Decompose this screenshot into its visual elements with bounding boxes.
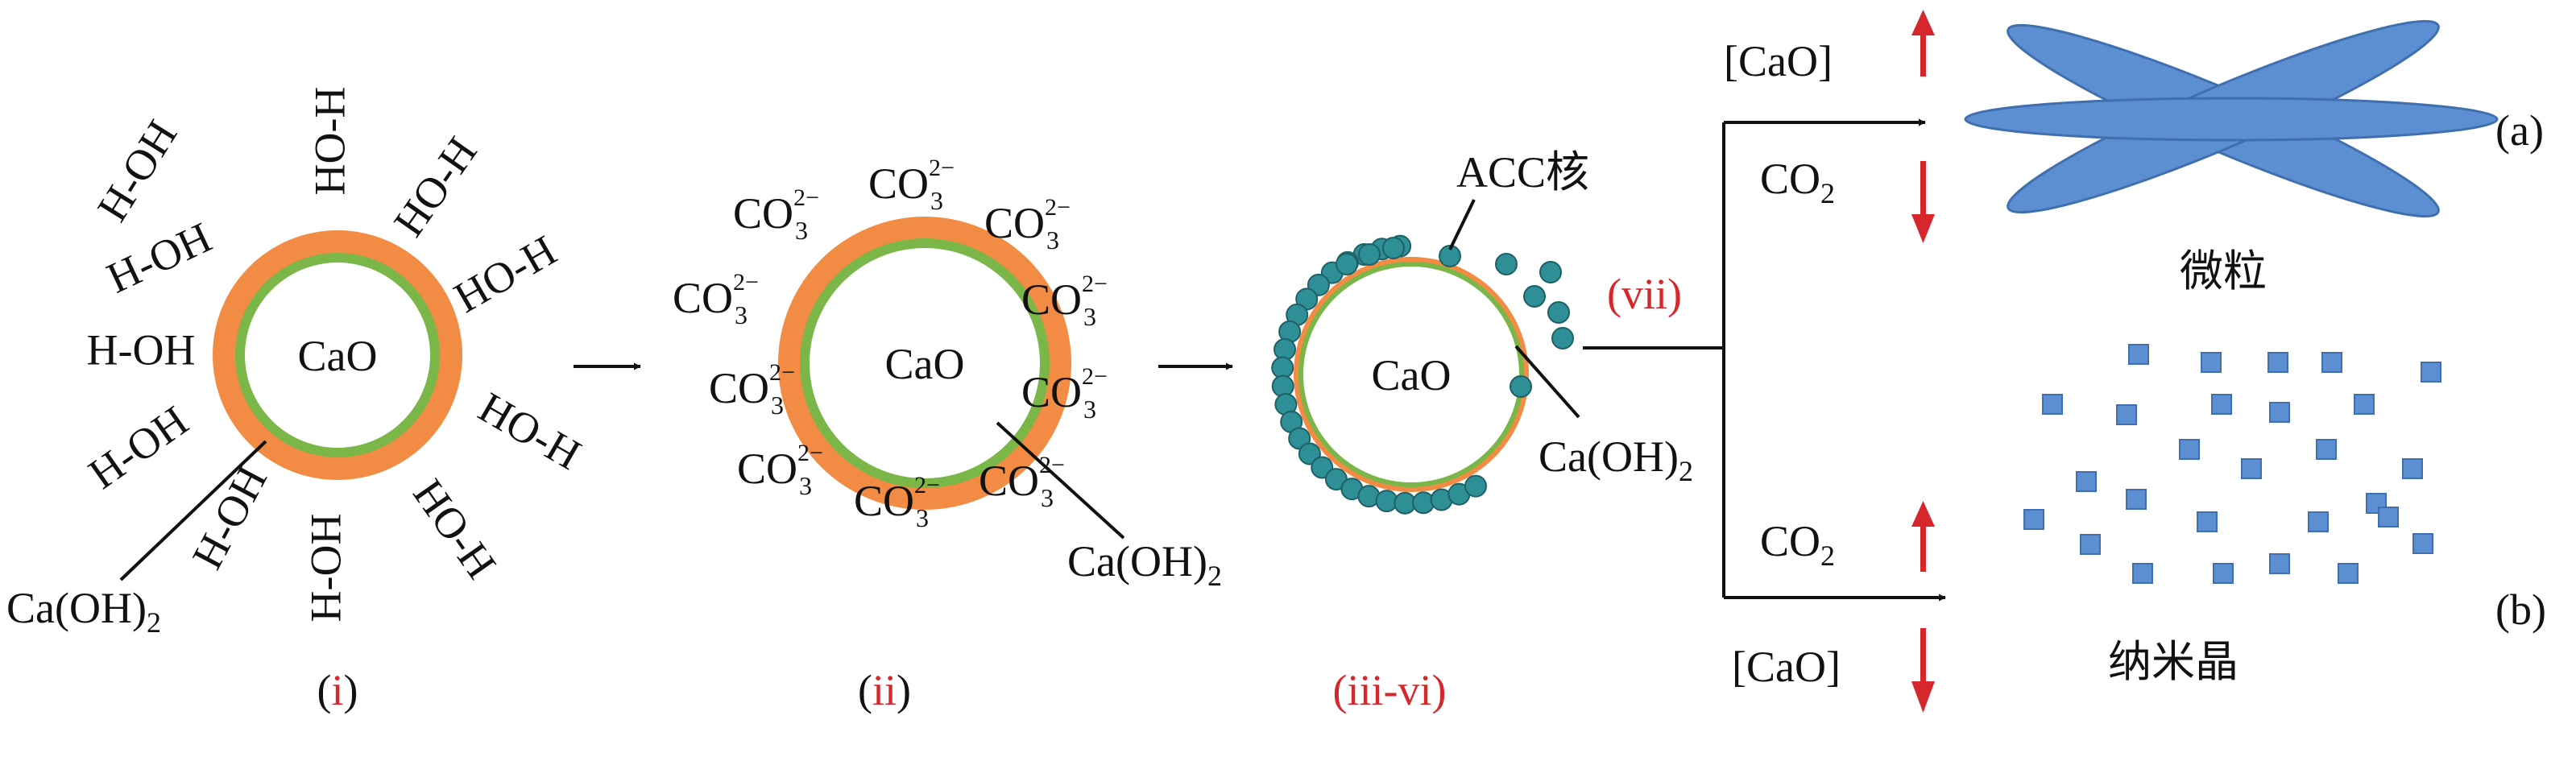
stage-3-particle: CaO [1294,257,1529,492]
nanocrystal [2269,553,2290,574]
branch-a-product-label: 微粒 [2180,246,2267,296]
nanocrystal [2412,533,2433,554]
branch-a-tag: (a) [2495,106,2544,155]
branch-b-co2-up-arrow [1911,501,1935,572]
water-molecule-label: HO-H [470,383,589,478]
water-molecule-label: HO-H [384,128,487,245]
acc-nucleus [1539,261,1562,283]
carbonate-ion-label: CO32− [868,155,955,215]
stage-1-shell-label: Ca(OH)2 [6,584,161,639]
stage-3-step-label: (vii) [1607,270,1682,318]
carbonate-ion-label: CO32− [673,269,759,329]
nanocrystal [2308,511,2329,532]
acc-nucleus [1551,327,1574,350]
stage-2-shell-leader [996,421,1125,540]
nanocrystal [2269,402,2290,423]
acc-nucleus [1336,253,1358,275]
nanocrystal [2402,458,2423,479]
nanocrystal [2421,362,2441,383]
water-molecule-label: HO-H [305,87,354,196]
stage-1-particle: CaO [213,230,462,480]
nanocrystal [2241,458,2262,479]
acc-nucleus [1510,375,1532,398]
branch-a-co2-down-arrow [1911,161,1935,243]
nanocrystal [2267,352,2288,373]
carbonate-ion-label: CO32− [1021,363,1108,424]
stage-2-core-label: CaO [885,340,965,388]
stage-3-caption: (iii-vi) [1333,666,1447,714]
stage-3-core-label: CaO [1372,351,1452,399]
acc-nucleus [1439,245,1461,267]
nanocrystal [2316,439,2337,460]
acc-nucleus [1464,474,1487,498]
stage-3-cao-core [1303,267,1519,482]
nanocrystal [2338,563,2359,584]
branch-b-tag: (b) [2495,585,2546,634]
branch-b-cao-down-arrow [1911,628,1935,713]
nanocrystal [2378,507,2399,527]
branch-a-cao-up-arrow [1911,10,1935,77]
stage-1-caption: (i) [317,666,358,714]
stage-3-acc-label: ACC核 [1456,148,1589,196]
branch-b-product-label: 纳米晶 [2108,636,2238,687]
branch-b-co2-label: CO2 [1760,517,1835,572]
acc-nucleus [1547,301,1570,324]
nanocrystal [2132,563,2153,584]
acc-nucleus [1495,253,1518,275]
acc-nucleus [1382,237,1405,259]
branch-b-nanocrystals [2023,344,2441,584]
carbonate-ion-label: CO32− [733,184,819,245]
carbonate-ion-label: CO32− [737,440,823,500]
nanocrystal [2211,394,2232,415]
crystal-needle [1964,97,2499,142]
stage-1-shell-leader [119,440,267,581]
water-molecule-label: H-OH [87,325,196,374]
acc-nucleus [1523,285,1546,308]
stage-3-shell-leader [1514,345,1580,419]
branch-a-microparticle [1964,19,2499,218]
stage-3-acc-leader [1448,199,1476,250]
branch-b-cao-label: [CaO] [1732,643,1841,691]
stage-1-cao-core [245,263,430,448]
stage-2-caption: (ii) [858,666,911,714]
water-molecule-label: HO-H [446,225,565,321]
stage-2-shell-label: Ca(OH)2 [1067,537,1222,592]
stage-2-particle: CaO [778,217,1071,510]
stage-3-acc-nuclei [1271,234,1574,515]
nanocrystal [2042,394,2063,415]
nanocrystal [2076,471,2097,492]
branch-connector [1583,118,1946,602]
nanocrystal [2179,439,2200,460]
nanocrystal [2201,352,2222,373]
acc-nucleus [1358,243,1381,266]
carbonate-ion-label: CO32− [1021,271,1108,331]
branch-a-cao-label: [CaO] [1724,37,1833,85]
nanocrystal [2080,534,2101,555]
water-molecule-label: H-OH [88,112,186,230]
nanocrystal [2354,394,2375,415]
nanocrystal [2116,404,2137,425]
water-molecule-label: H-OH [301,514,350,623]
carbonate-ion-label: CO32− [854,472,940,532]
water-molecule-label: HO-H [404,470,506,587]
stage-1-core-label: CaO [298,332,378,380]
nanocrystal [2023,509,2044,530]
stage-3-shell-label: Ca(OH)2 [1539,432,1693,487]
carbonate-ion-label: CO32− [984,194,1071,254]
nanocrystal [2197,511,2218,532]
nanocrystal [2321,352,2342,373]
stage-2-carbonate-labels: CO32− CO32− CO32− CO32− CO32− CO32− CO32− CO32−… [673,155,1108,532]
water-molecule-label: H-OH [100,213,219,302]
nanocrystal [2128,344,2149,365]
water-molecule-label: H-OH [80,396,197,498]
stage-2-cao-core [810,248,1040,478]
nanocrystal [2213,563,2234,584]
carbonate-ion-label: CO32− [979,452,1065,512]
nanocrystal [2126,489,2147,510]
carbonate-ion-label: CO32− [709,359,795,420]
branch-a-co2-label: CO2 [1760,155,1835,209]
